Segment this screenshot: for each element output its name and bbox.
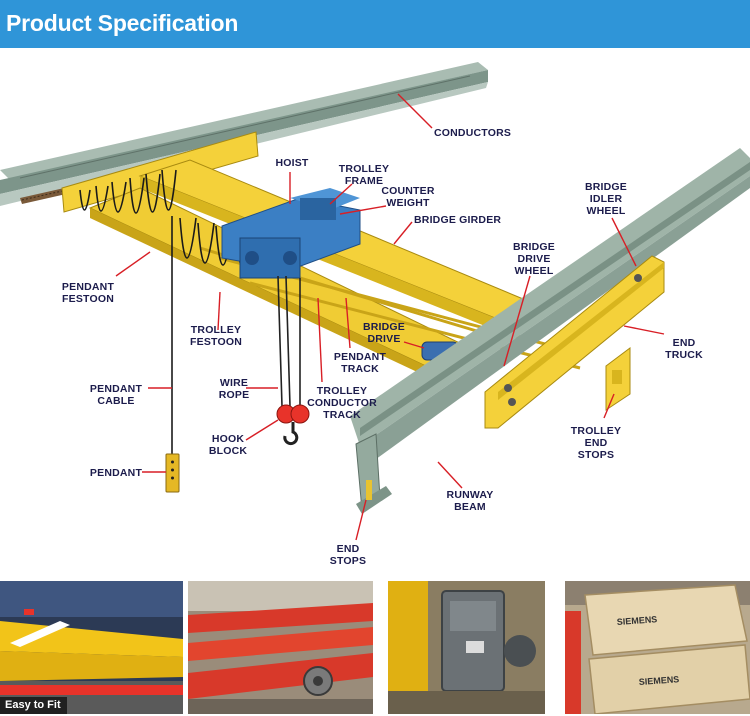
front-runway-beam	[350, 148, 750, 514]
label-trolley-end-stops-1: TROLLEY	[571, 425, 621, 437]
photo-girders-factory: Easy to Fit	[0, 581, 183, 714]
label-trolley-conductor-track-3: TRACK	[323, 409, 361, 421]
hoist-trolley	[221, 188, 361, 279]
label-trolley-end-stops-3: STOPS	[578, 449, 614, 461]
photo-siemens-crates: SIEMENS SIEMENS	[565, 581, 750, 714]
label-trolley-conductor-track-2: CONDUCTOR	[307, 397, 377, 409]
label-trolley-conductor-track-1: TROLLEY	[317, 385, 367, 397]
label-pendant-festoon-2: FESTOON	[62, 293, 114, 305]
label-bridge-drive-wheel-1: BRIDGE	[513, 241, 555, 253]
label-counter-weight-2: WEIGHT	[386, 197, 430, 209]
label-pendant-track-1: PENDANT	[334, 351, 387, 363]
wire-rope	[277, 275, 301, 407]
label-bridge-girder: BRIDGE GIRDER	[414, 214, 501, 226]
label-runway-beam-2: BEAM	[454, 501, 486, 513]
pendant-festoon-cables	[79, 169, 177, 214]
label-trolley-end-stops-2: END	[585, 437, 608, 449]
label-end-truck-2: TRUCK	[665, 349, 703, 361]
label-trolley-festoon-2: FESTOON	[190, 336, 242, 348]
photo-crate-brand-1: SIEMENS	[616, 614, 657, 627]
bridge-girder	[88, 159, 581, 378]
label-bridge-drive-wheel-2: DRIVE	[517, 253, 550, 265]
label-hook-block-1: HOOK	[212, 433, 245, 445]
label-end-truck-1: END	[673, 337, 696, 349]
pendant	[165, 216, 180, 493]
label-end-stops-1: END	[337, 543, 360, 555]
photo-crate-brand-2: SIEMENS	[638, 674, 679, 687]
label-conductors: CONDUCTORS	[434, 127, 511, 139]
label-trolley-frame-2: FRAME	[345, 175, 383, 187]
label-pendant-cable-2: CABLE	[97, 395, 134, 407]
label-bridge-drive-2: DRIVE	[367, 333, 400, 345]
label-end-stops-2: STOPS	[330, 555, 366, 567]
leader-arrows	[115, 93, 665, 541]
label-trolley-festoon-1: TROLLEY	[191, 324, 241, 336]
page-title: Product Specification	[6, 10, 239, 36]
label-pendant: PENDANT	[90, 467, 143, 479]
photo-red-end-trucks	[188, 581, 373, 714]
front-end-truck	[484, 255, 665, 429]
crane-diagram: CONDUCTORS HOIST TROLLEY FRAME COUNTER W…	[0, 48, 750, 578]
label-runway-beam-1: RUNWAY	[447, 489, 494, 501]
label-bridge-idler-wheel-2: IDLER	[590, 193, 623, 205]
label-pendant-track-2: TRACK	[341, 363, 379, 375]
label-pendant-cable-1: PENDANT	[90, 383, 143, 395]
photo-gear-motor	[388, 581, 545, 714]
label-bridge-drive-wheel-3: WHEEL	[515, 265, 554, 277]
photo-caption: Easy to Fit	[0, 697, 67, 714]
crane-diagram-svg: CONDUCTORS HOIST TROLLEY FRAME COUNTER W…	[0, 62, 750, 567]
label-hook-block-2: BLOCK	[209, 445, 248, 457]
diagram-labels: CONDUCTORS HOIST TROLLEY FRAME COUNTER W…	[62, 127, 703, 567]
label-wire-rope-1: WIRE	[220, 377, 248, 389]
label-hoist: HOIST	[275, 157, 308, 169]
label-counter-weight-1: COUNTER	[381, 185, 435, 197]
label-bridge-idler-wheel-1: BRIDGE	[585, 181, 627, 193]
label-bridge-drive-1: BRIDGE	[363, 321, 405, 333]
header-bar: Product Specification	[0, 0, 750, 48]
label-bridge-idler-wheel-3: WHEEL	[587, 205, 626, 217]
trolley-end-stops	[605, 347, 631, 411]
label-wire-rope-2: ROPE	[219, 389, 250, 401]
label-pendant-festoon-1: PENDANT	[62, 281, 115, 293]
hook-block	[276, 404, 310, 446]
label-trolley-frame-1: TROLLEY	[339, 163, 389, 175]
